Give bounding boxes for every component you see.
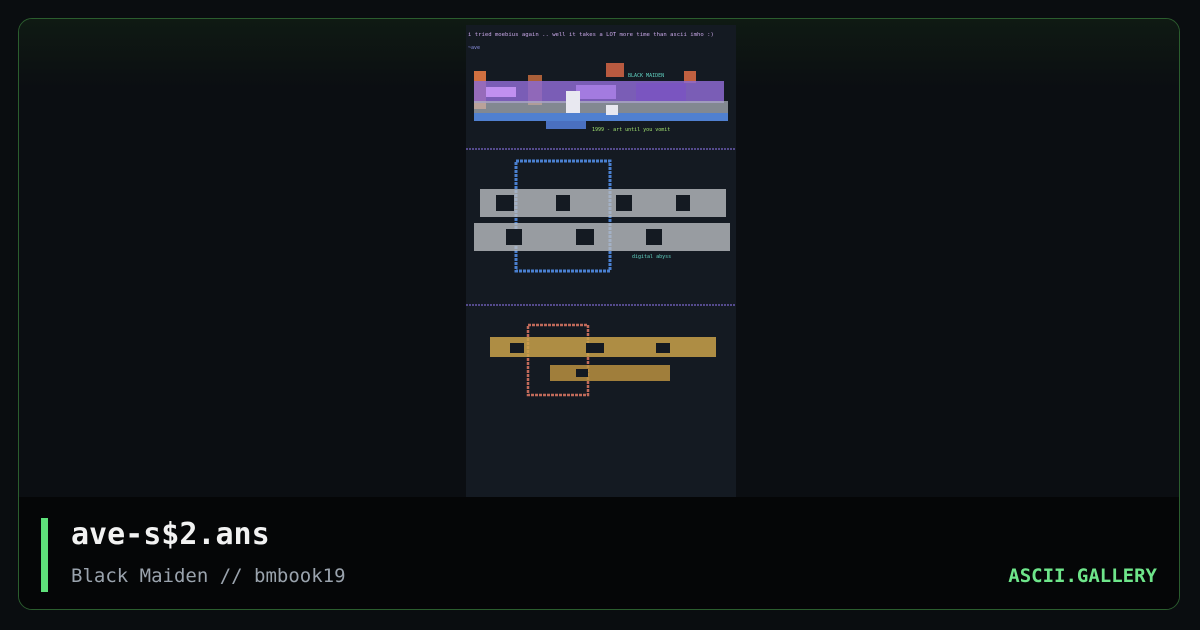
art-group-label: BLACK MAIDEN xyxy=(628,73,664,79)
ansi-art-icon: i tried moebius again .. well it takes a… xyxy=(466,32,736,397)
art-subtitle: Black Maiden // bmbook19 xyxy=(71,565,346,587)
art-header-text: i tried moebius again .. well it takes a… xyxy=(468,32,714,38)
footer-bar: ave-s$2.ans Black Maiden // bmbook19 ASC… xyxy=(19,497,1179,609)
art-section-label: digital abyss xyxy=(632,254,671,260)
ansi-artwork[interactable]: i tried moebius again .. well it takes a… xyxy=(466,25,736,501)
art-sig-text: ~ave xyxy=(468,45,480,51)
black-maiden-logo xyxy=(474,63,728,129)
accent-bar xyxy=(41,518,48,592)
card-frame: i tried moebius again .. well it takes a… xyxy=(18,18,1180,610)
art-tagline: 1999 - art until you vomit xyxy=(592,127,670,133)
art-title: ave-s$2.ans xyxy=(71,517,270,552)
digital-abyss-logo xyxy=(474,159,730,273)
third-logo xyxy=(490,323,716,397)
brand-link[interactable]: ASCII.GALLERY xyxy=(1008,565,1157,587)
